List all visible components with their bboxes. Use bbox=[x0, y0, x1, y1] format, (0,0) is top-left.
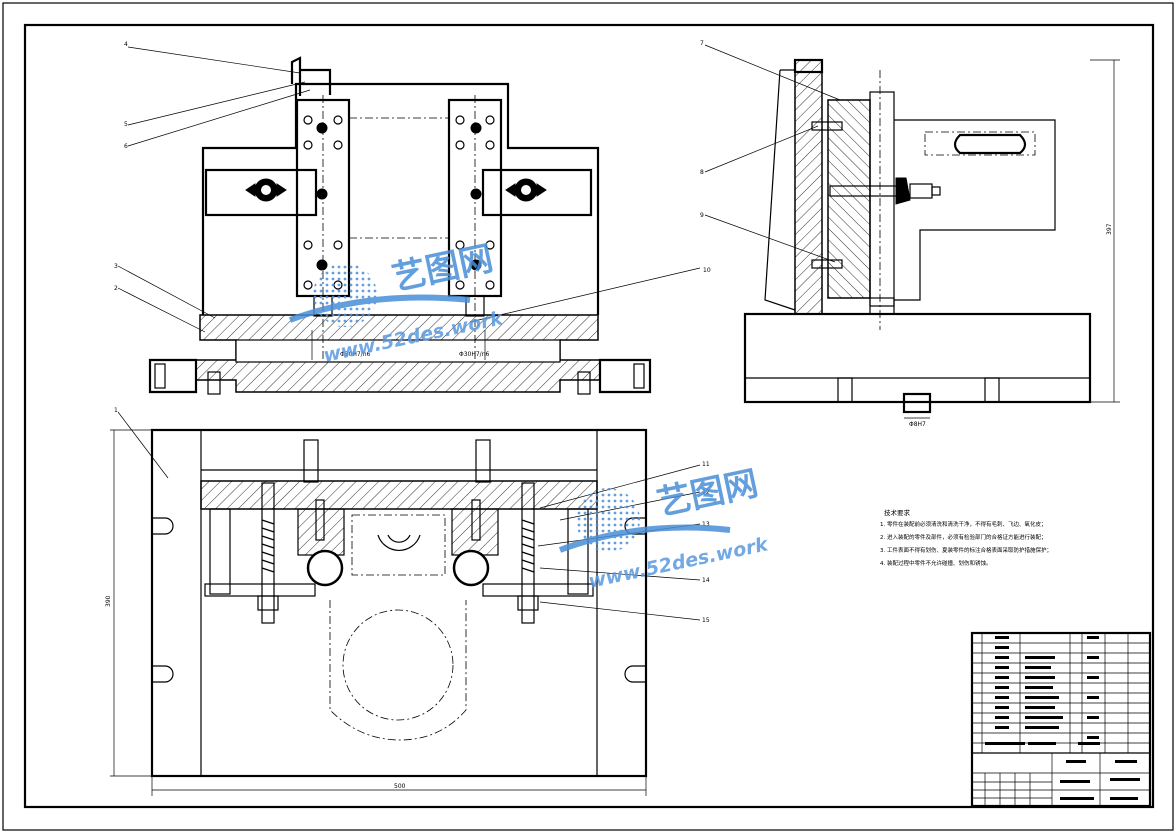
fit-right-label: Φ30H7/n6 bbox=[459, 351, 490, 358]
tech-item-2: 2. 进入装配的零件及部件，必须有检验部门的合格证方能进行装配； bbox=[880, 533, 1047, 541]
balloon-14: 14 bbox=[702, 577, 710, 584]
dim-500-label: 500 bbox=[394, 783, 406, 790]
title-block bbox=[970, 631, 1152, 808]
balloon-7: 7 bbox=[700, 40, 704, 47]
watermark-bottom-brand: 艺图网 bbox=[654, 463, 762, 523]
balloon-15: 15 bbox=[702, 617, 710, 624]
fit-left-label: Φ30H7/n6 bbox=[340, 351, 371, 358]
tech-item-3: 3. 工件表面不得有划伤、夏装零件的标注合格表面采取防护措施保护； bbox=[880, 546, 1052, 554]
balloon-3: 3 bbox=[114, 263, 118, 270]
balloon-1: 1 bbox=[114, 407, 118, 414]
inner-border bbox=[23, 23, 1155, 809]
dim-397-label: 397 bbox=[1106, 223, 1113, 235]
balloon-10: 10 bbox=[703, 267, 711, 274]
balloon-12: 12 bbox=[702, 489, 710, 496]
side-view: 397 Φ8H7 bbox=[743, 58, 1120, 428]
tech-item-4: 4. 装配过程中零件不允许碰撞、划伤和锈蚀。 bbox=[880, 559, 992, 567]
balloon-9: 9 bbox=[700, 212, 704, 219]
front-view: Φ30H7/n6 Φ30H7/n6 bbox=[148, 56, 652, 395]
fit-side-label: Φ8H7 bbox=[909, 421, 926, 428]
top-view: 390 500 bbox=[105, 428, 648, 796]
balloon-6: 6 bbox=[124, 143, 128, 150]
balloon-11: 11 bbox=[702, 461, 710, 468]
balloon-4: 4 bbox=[124, 41, 128, 48]
balloon-2: 2 bbox=[114, 285, 118, 292]
balloon-13: 13 bbox=[702, 521, 710, 528]
balloon-5: 5 bbox=[124, 121, 128, 128]
tech-heading: 技术要求 bbox=[884, 508, 911, 517]
dim-390-label: 390 bbox=[105, 595, 112, 607]
watermark-top-brand: 艺图网 bbox=[389, 238, 497, 298]
tech-item-1: 1. 零件在装配前必须清洗和清洗干净，不得有毛刺、飞边、氧化皮； bbox=[880, 520, 1047, 528]
balloon-8: 8 bbox=[700, 169, 704, 176]
